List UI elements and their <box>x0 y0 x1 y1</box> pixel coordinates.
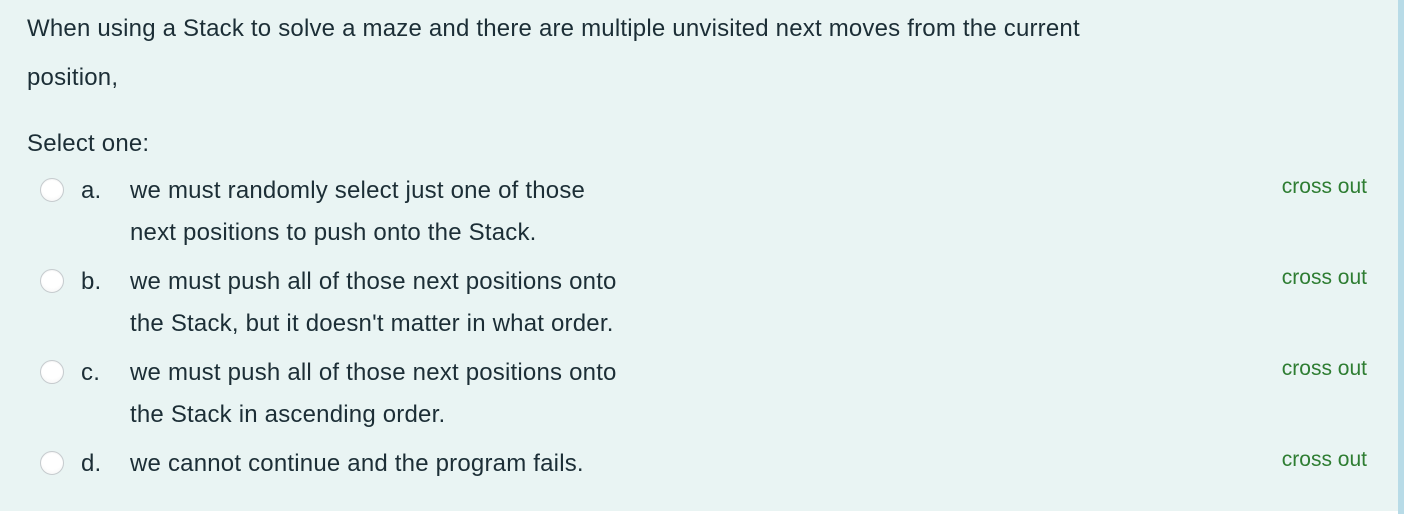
option-a-radio-button[interactable] <box>40 178 64 202</box>
option-row-d: d. we cannot continue and the program fa… <box>27 443 1367 485</box>
select-one-label: Select one: <box>27 130 150 157</box>
option-b-letter: b. <box>81 268 102 295</box>
answer-options: a. we must randomly select just one of t… <box>27 170 1367 492</box>
option-c-text-line: the Stack in ascending order. <box>130 401 446 428</box>
option-row-c: c. we must push all of those next positi… <box>27 352 1367 436</box>
option-d-letter: d. <box>81 450 102 477</box>
option-d-text-line: we cannot continue and the program fails… <box>130 450 584 477</box>
option-b-radio-button[interactable] <box>40 269 64 293</box>
question-text-line: When using a Stack to solve a maze and t… <box>27 15 1080 42</box>
option-b-text-line: the Stack, but it doesn't matter in what… <box>130 310 614 337</box>
option-row-a: a. we must randomly select just one of t… <box>27 170 1367 254</box>
option-b-text: we must push all of those next positions… <box>130 261 617 345</box>
option-d-cross-out-link[interactable]: cross out <box>1281 448 1367 471</box>
option-c-cross-out-link[interactable]: cross out <box>1281 357 1367 380</box>
option-c-letter: c. <box>81 359 101 386</box>
option-c-text: we must push all of those next positions… <box>130 352 617 436</box>
option-a-letter: a. <box>81 177 102 204</box>
option-row-b: b. we must push all of those next positi… <box>27 261 1367 345</box>
question-text-line: position, <box>27 64 119 91</box>
option-a-text-line: we must randomly select just one of thos… <box>130 177 586 204</box>
option-b-text-line: we must push all of those next positions… <box>130 268 617 295</box>
option-d-text: we cannot continue and the program fails… <box>130 443 584 485</box>
scrollbar-track[interactable] <box>1398 0 1410 514</box>
option-c-text-line: we must push all of those next positions… <box>130 359 617 386</box>
scrollbar-thumb[interactable] <box>1398 0 1404 514</box>
option-c-radio-button[interactable] <box>40 360 64 384</box>
option-a-text-line: next positions to push onto the Stack. <box>130 219 537 246</box>
option-d-radio-button[interactable] <box>40 451 64 475</box>
option-b-cross-out-link[interactable]: cross out <box>1281 266 1367 289</box>
option-a-cross-out-link[interactable]: cross out <box>1281 175 1367 198</box>
option-a-text: we must randomly select just one of thos… <box>130 170 585 254</box>
question-text: When using a Stack to solve a maze and t… <box>27 4 1358 102</box>
